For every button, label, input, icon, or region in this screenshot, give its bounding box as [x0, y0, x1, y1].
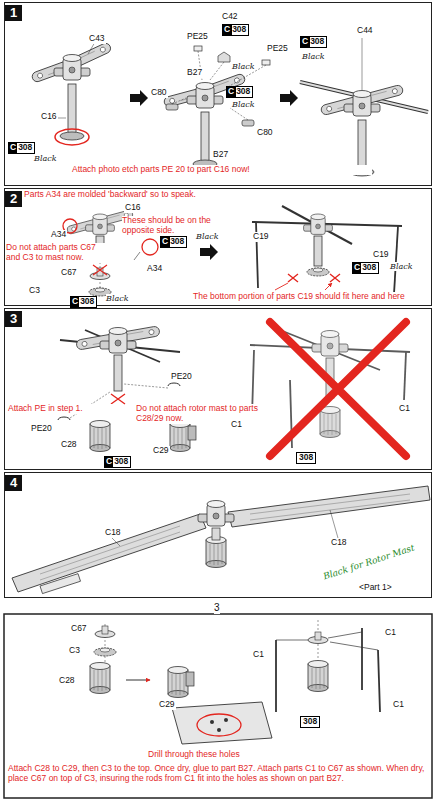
part-label: A34: [146, 264, 163, 274]
note-text: Attach photo etch parts PE 20 to part C1…: [72, 165, 372, 175]
part-label: C18: [104, 528, 122, 538]
note-text: Attach C28 to C29, then C3 to the top. O…: [8, 764, 428, 784]
part-label: C18: [330, 538, 348, 548]
handwritten-note: Black: [232, 100, 255, 109]
part-label: C44: [356, 26, 374, 36]
part-label: C28: [60, 440, 78, 450]
paint-callout: C308: [8, 142, 35, 154]
part-label: C1: [392, 700, 405, 710]
part-label: <Part 1>: [358, 583, 393, 593]
part-label: C80: [256, 128, 274, 138]
part-label: C67: [70, 624, 88, 634]
part-label: PE20: [30, 424, 53, 434]
part-label: C1: [384, 628, 397, 638]
part-label: C16: [124, 203, 142, 213]
paint-callout: C308: [300, 36, 327, 48]
part-label: C19: [252, 232, 270, 242]
note-text: Attach PE in step 1.: [8, 404, 118, 414]
step-number: 4: [5, 475, 22, 491]
paint-callout: 308: [296, 452, 316, 464]
paint-callout: C308: [160, 236, 187, 248]
part-label: C28: [58, 676, 76, 686]
handwritten-note: Black: [232, 62, 255, 71]
part-label: C1: [230, 420, 243, 430]
part-label: PE25: [186, 32, 209, 42]
paint-callout: C308: [226, 86, 253, 98]
note-text: Drill through these holes: [148, 750, 308, 760]
handwritten-note: Black: [302, 52, 325, 61]
part-label: C3: [68, 646, 81, 656]
step-panel: 4: [4, 472, 432, 598]
part-label: C43: [88, 34, 106, 44]
note-text: Do not attach parts C67 and C3 to mast n…: [6, 243, 106, 263]
part-label: B27: [186, 68, 203, 78]
part-label: C16: [40, 112, 58, 122]
handwritten-note: Black for Rotor Mast: [322, 543, 416, 582]
handwritten-note: Black: [106, 294, 129, 303]
paint-callout: 308: [300, 716, 320, 728]
part-label: A34: [50, 230, 67, 240]
paint-callout: C308: [222, 24, 249, 36]
note-text: Parts A34 are molded 'backward' so to sp…: [24, 190, 284, 200]
handwritten-note: Black: [34, 154, 57, 163]
paint-callout: C308: [104, 456, 131, 468]
part-label: C42: [221, 12, 239, 22]
part-label: PE25: [266, 44, 289, 54]
handwritten-note: Black: [390, 262, 413, 271]
page-number: 3: [214, 602, 220, 614]
handwritten-note: Black: [196, 232, 219, 241]
step-number: 1: [5, 5, 22, 21]
part-label: C80: [150, 88, 168, 98]
part-label: C29: [152, 446, 170, 456]
part-label: PE20: [170, 372, 193, 382]
part-label: C1: [252, 650, 265, 660]
part-label: C19: [372, 250, 390, 260]
paint-callout: C308: [70, 296, 97, 308]
part-label: B27: [212, 150, 229, 160]
paint-callout: C308: [352, 262, 379, 274]
part-label: C67: [60, 268, 78, 278]
part-label: C3: [28, 286, 41, 296]
step-number: 2: [5, 191, 22, 207]
note-text: The bottom portion of parts C19 should f…: [193, 292, 431, 302]
step-number: 3: [5, 311, 22, 327]
part-label: C29: [158, 700, 176, 710]
part-label: C1: [398, 404, 411, 414]
